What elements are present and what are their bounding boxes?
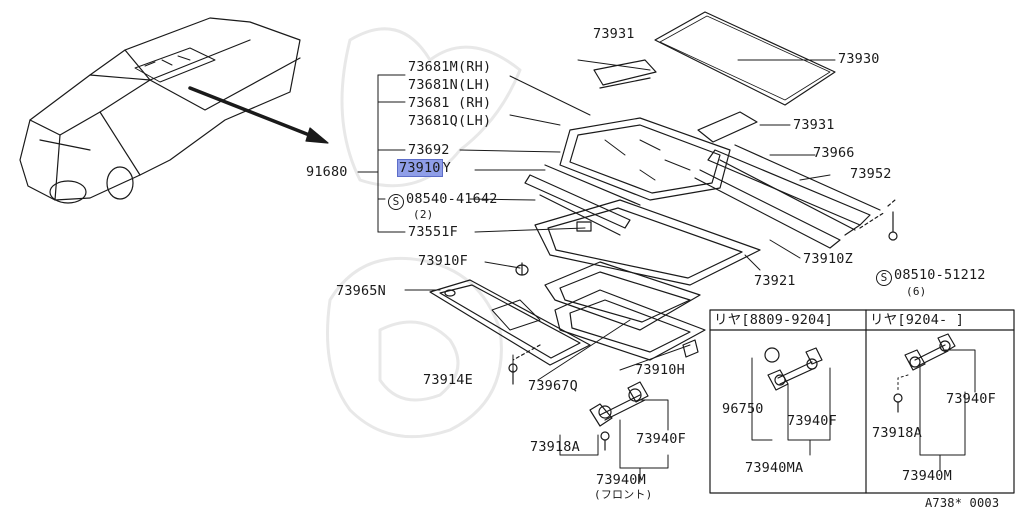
glass-panel-73692 bbox=[559, 117, 731, 201]
sunshade-73965N bbox=[429, 279, 591, 366]
label-73681N: 73681N(LH) bbox=[408, 77, 492, 93]
clip-73910F bbox=[515, 264, 529, 276]
label-73681Q: 73681Q(LH) bbox=[408, 113, 492, 129]
label-73940M: 73940M bbox=[596, 472, 646, 488]
screw-73914E bbox=[508, 363, 518, 373]
inset-right-drawing bbox=[893, 333, 956, 413]
watermark-crest bbox=[326, 27, 522, 439]
label-73910Y-suffix: Y bbox=[442, 160, 451, 176]
label-91680: 91680 bbox=[306, 164, 348, 180]
rail-73910Y bbox=[524, 174, 631, 229]
pad-73931-mid bbox=[697, 111, 758, 143]
board-73930 bbox=[654, 11, 836, 106]
label-73966: 73966 bbox=[813, 145, 855, 161]
highlighted-part-73910[interactable]: 73910 bbox=[397, 159, 443, 177]
label-73681M: 73681M(RH) bbox=[408, 59, 492, 75]
label-73931-mid: 73931 bbox=[793, 117, 835, 133]
inset-frame bbox=[709, 309, 1015, 494]
rail-73966 bbox=[707, 149, 871, 226]
label-73914E: 73914E bbox=[423, 372, 473, 388]
pad-73931-top bbox=[593, 59, 657, 86]
label-73681: 73681 (RH) bbox=[408, 95, 492, 111]
label-73692: 73692 bbox=[408, 142, 450, 158]
label-08510-number: 08510-51212 bbox=[894, 267, 986, 283]
label-08540-number: 08540-41642 bbox=[406, 191, 498, 207]
clip-73910H bbox=[682, 339, 699, 358]
label-73940M-note: (フロント) bbox=[594, 488, 653, 501]
label-73931-top: 73931 bbox=[593, 26, 635, 42]
callout-arrow bbox=[188, 86, 324, 142]
label-73910H: 73910H bbox=[635, 362, 685, 378]
inset-right-header: リヤ[9204- ] bbox=[870, 312, 965, 328]
label-73940MA: 73940MA bbox=[745, 460, 804, 476]
inset-left-drawing bbox=[764, 347, 823, 391]
car-outline-icon bbox=[19, 17, 301, 204]
label-96750: 96750 bbox=[722, 401, 764, 417]
screw-circle-icon: S bbox=[388, 194, 404, 210]
label-73930: 73930 bbox=[838, 51, 880, 67]
inset-left-header: リヤ[8809-9204] bbox=[714, 312, 834, 328]
label-inset-73918A: 73918A bbox=[872, 425, 922, 441]
clip-73551F bbox=[576, 221, 592, 232]
frame-73910Z bbox=[534, 199, 761, 286]
label-08540-qty: (2) bbox=[413, 208, 434, 221]
label-inset-73940M: 73940M bbox=[902, 468, 952, 484]
footer-diagram-code: A738* 0003 bbox=[925, 496, 1000, 510]
label-73967Q: 73967Q bbox=[528, 378, 578, 394]
label-73940F: 73940F bbox=[636, 431, 686, 447]
arrow-head bbox=[305, 127, 329, 144]
label-08510-qty: (6) bbox=[906, 285, 927, 298]
label-73910F: 73910F bbox=[418, 253, 468, 269]
label-73952: 73952 bbox=[850, 166, 892, 182]
label-inset-73940F-left: 73940F bbox=[787, 413, 837, 429]
label-73921: 73921 bbox=[754, 273, 796, 289]
screw-circle-icon: S bbox=[876, 270, 892, 286]
label-inset-73940F-right: 73940F bbox=[946, 391, 996, 407]
link-73940M bbox=[589, 381, 649, 451]
trim-73967Q bbox=[554, 289, 706, 361]
label-73918A: 73918A bbox=[530, 439, 580, 455]
label-73551F: 73551F bbox=[408, 224, 458, 240]
label-73965N: 73965N bbox=[336, 283, 386, 299]
trim-73921 bbox=[544, 261, 701, 331]
label-73910Z: 73910Z bbox=[803, 251, 853, 267]
